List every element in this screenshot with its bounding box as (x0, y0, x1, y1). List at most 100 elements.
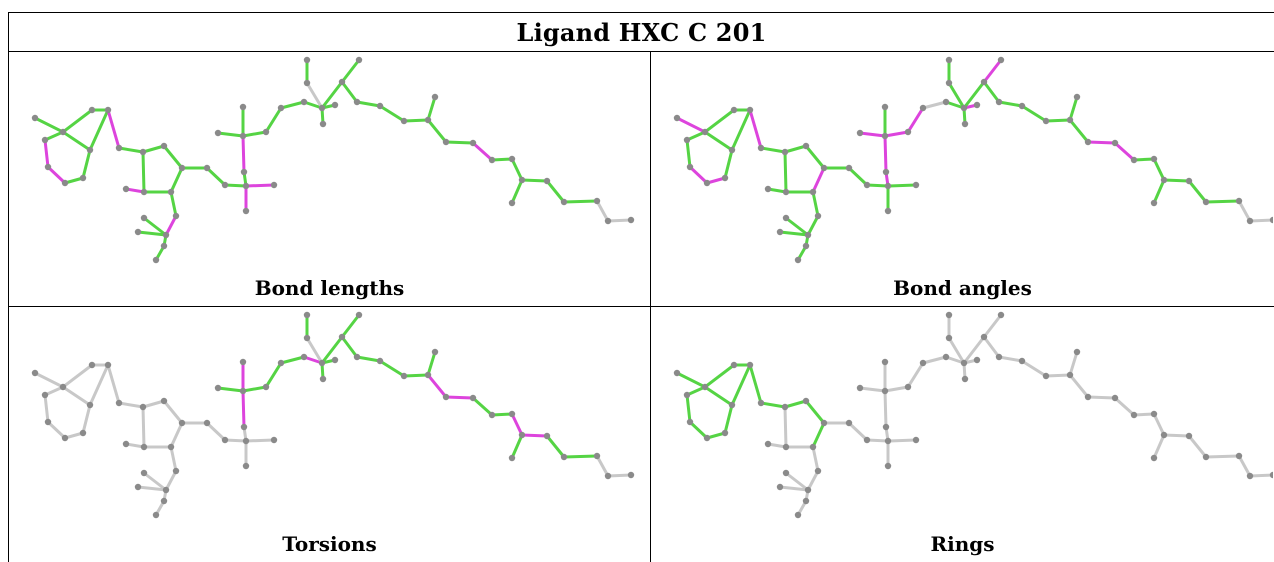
atom (973, 101, 981, 109)
atom (424, 371, 432, 379)
bond (783, 405, 788, 449)
atom (1066, 116, 1074, 124)
bond (520, 178, 549, 183)
atom (604, 217, 612, 225)
atom (809, 443, 817, 451)
atom (543, 432, 551, 440)
bond (142, 216, 168, 237)
atom (919, 104, 927, 112)
bond (685, 393, 692, 424)
bond (806, 469, 820, 492)
bond (1187, 434, 1208, 459)
atom (140, 469, 148, 477)
atom (560, 198, 568, 206)
bond (43, 385, 65, 397)
atom (160, 497, 168, 505)
atom (353, 98, 361, 106)
bond (703, 108, 736, 134)
atom (79, 429, 87, 437)
atom (881, 103, 889, 111)
bond (962, 335, 986, 365)
atom (1269, 216, 1273, 224)
atom (469, 394, 477, 402)
bond (997, 100, 1024, 108)
atom-layer (31, 311, 635, 519)
atom (703, 434, 711, 442)
bond (804, 144, 826, 170)
atom (1185, 432, 1193, 440)
atom (1042, 117, 1050, 125)
panel-caption: Bond lengths (254, 276, 405, 300)
atom (1150, 410, 1158, 418)
bond (858, 131, 887, 138)
atom (912, 181, 920, 189)
bond (33, 371, 65, 389)
atom (319, 120, 327, 128)
bond-layer (675, 58, 1273, 262)
atom (221, 436, 229, 444)
atom (214, 384, 222, 392)
atom (376, 357, 384, 365)
atom (41, 136, 49, 144)
atom (240, 423, 248, 431)
atom (104, 361, 112, 369)
bond (444, 140, 475, 145)
atom (139, 148, 147, 156)
atom (802, 142, 810, 150)
bond (141, 150, 146, 194)
atom (86, 146, 94, 154)
bond (340, 313, 361, 339)
bond (783, 399, 808, 409)
bond (43, 130, 65, 142)
atom (122, 185, 130, 193)
atom (162, 231, 170, 239)
bond (340, 335, 359, 359)
atom (686, 163, 694, 171)
bond (164, 214, 178, 237)
bond (1152, 433, 1166, 460)
atom (794, 511, 802, 519)
atom (995, 353, 1003, 361)
atom (338, 333, 346, 341)
bond (759, 401, 787, 409)
atom (1235, 452, 1243, 460)
atom (997, 311, 1005, 319)
bond (264, 361, 283, 389)
bond (117, 146, 145, 154)
bond (906, 106, 925, 134)
atom (746, 106, 754, 114)
atom (1111, 139, 1119, 147)
atom (160, 142, 168, 150)
atom (242, 182, 250, 190)
atom (881, 132, 889, 140)
bond (305, 81, 324, 110)
bond (723, 148, 734, 180)
atom (376, 102, 384, 110)
bond (1237, 454, 1252, 478)
bond (355, 355, 382, 363)
atom (863, 181, 871, 189)
atom (88, 361, 96, 369)
atom (912, 436, 920, 444)
atom (300, 98, 308, 106)
atom (338, 78, 346, 86)
bond (81, 148, 92, 180)
bond (61, 385, 92, 407)
atom (882, 423, 890, 431)
atom (152, 256, 160, 264)
atom (508, 155, 516, 163)
atom (627, 471, 635, 479)
atom (355, 311, 363, 319)
atom (1111, 394, 1119, 402)
bond (906, 361, 925, 389)
atom (353, 353, 361, 361)
bond (883, 385, 910, 393)
bond (982, 335, 1001, 359)
bond (136, 230, 168, 237)
atom (318, 359, 326, 367)
atom (884, 207, 892, 215)
panel-caption: Torsions (282, 532, 377, 556)
molecule-diagram-torsions (31, 311, 635, 519)
bond (883, 130, 910, 138)
atom (59, 383, 67, 391)
